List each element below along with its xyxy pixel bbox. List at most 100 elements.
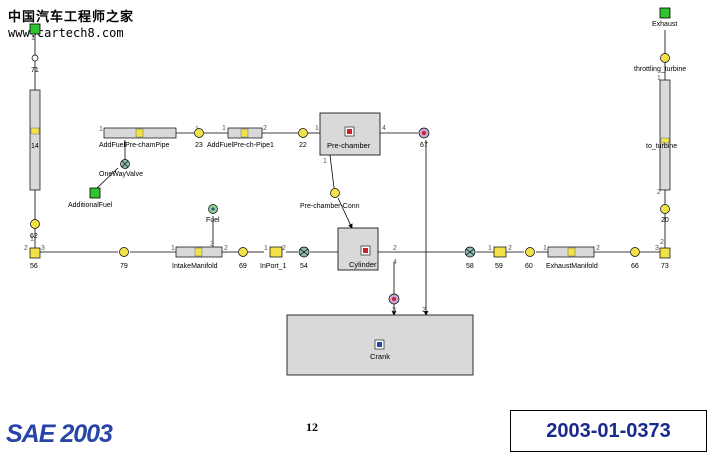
svg-text:1: 1 <box>543 245 547 252</box>
pre-chamber-conn-orifice[interactable]: Pre-chamber-Conn <box>300 188 360 211</box>
conn-addfuel-valve <box>96 167 119 189</box>
svg-text:3: 3 <box>41 245 45 252</box>
valve-58[interactable]: 58 <box>464 246 476 270</box>
crank-connection[interactable] <box>388 293 400 305</box>
pre-chamber-label: Pre-chamber <box>327 141 371 150</box>
orifice-23[interactable]: 23 <box>194 128 204 150</box>
svg-text:1: 1 <box>222 125 226 132</box>
cylinder-block[interactable]: Cylinder <box>337 227 379 271</box>
svg-text:4: 4 <box>393 259 397 266</box>
additional-fuel-boundary[interactable]: AdditionalFuel <box>68 187 113 209</box>
pre-chamber-block[interactable]: Pre-chamber <box>319 112 381 156</box>
orifice-23-label: 23 <box>195 142 203 149</box>
conn-prechamber-conn <box>329 154 335 189</box>
valve-54[interactable]: 54 <box>298 246 310 270</box>
crank-block[interactable]: Crank <box>286 314 474 376</box>
pre-chamber-conn-label: Pre-chamber-Conn <box>300 203 360 210</box>
to-turbine-pipe[interactable]: to_turbine <box>646 79 677 191</box>
pipe-59[interactable]: 59 <box>493 246 507 270</box>
add-fuel-pre-cham-pipe-label: AddFuelPre-chamPipe <box>99 142 170 149</box>
svg-text:2: 2 <box>422 307 426 314</box>
svg-text:1: 1 <box>99 126 103 133</box>
valve-67-label: 67 <box>420 142 428 149</box>
svg-text:2: 2 <box>657 189 661 196</box>
svg-text:2: 2 <box>24 245 28 252</box>
svg-text:2: 2 <box>263 125 267 132</box>
exhaust-manifold-label: ExhaustManifold <box>546 263 598 270</box>
watermark-chinese: 中国汽车工程师之家 <box>8 10 135 25</box>
orifice-71-label: 71 <box>31 67 39 74</box>
valve-58-label: 58 <box>466 263 474 270</box>
additional-fuel-label: AdditionalFuel <box>68 202 113 209</box>
exhaust-boundary[interactable]: Exhaust <box>652 7 677 28</box>
orifice-22[interactable]: 22 <box>298 128 308 150</box>
svg-text:3: 3 <box>392 307 396 314</box>
paper-number-box: 2003-01-0373 <box>510 410 707 452</box>
orifice-22-label: 22 <box>299 142 307 149</box>
junction-73[interactable]: 73 <box>659 247 671 270</box>
svg-text:2: 2 <box>660 239 664 246</box>
svg-text:4: 4 <box>382 125 386 132</box>
junction-73-label: 73 <box>661 263 669 270</box>
orifice-79[interactable]: 79 <box>119 247 129 271</box>
in-port-1-label: InPort_1 <box>260 263 287 270</box>
throttling-turbine-label: throttling_turbine <box>634 66 686 73</box>
one-way-valve-label: OneWayValve <box>99 171 143 178</box>
svg-text:1: 1 <box>31 35 35 42</box>
orifice-69[interactable]: 69 <box>238 247 248 271</box>
fuel-injector[interactable]: Fuel <box>206 204 220 225</box>
sae-logo: SAE 2003 <box>6 420 113 448</box>
inlet-boundary[interactable] <box>29 23 41 35</box>
svg-text:1: 1 <box>315 125 319 132</box>
pipe-14[interactable]: 14 <box>29 89 41 191</box>
add-fuel-pre-cham-pipe[interactable]: AddFuelPre-chamPipe <box>99 127 177 149</box>
orifice-20-label: 20 <box>661 217 669 224</box>
orifice-79-label: 79 <box>120 263 128 270</box>
svg-text:3: 3 <box>655 245 659 252</box>
valve-67[interactable]: 67 <box>418 127 430 149</box>
intake-manifold-label: IntakeManifold <box>172 263 218 270</box>
one-way-valve[interactable]: OneWayValve <box>99 159 143 179</box>
svg-text:2: 2 <box>282 245 286 252</box>
add-fuel-pre-ch-pipe1-label: AddFuelPre-ch-Pipe1 <box>207 142 274 149</box>
orifice-20[interactable]: 20 <box>660 204 670 225</box>
svg-text:3: 3 <box>210 241 214 248</box>
crank-label: Crank <box>370 352 390 361</box>
junction-56[interactable]: 56 <box>29 247 41 270</box>
exhaust-label: Exhaust <box>652 21 677 28</box>
orifice-60[interactable]: 60 <box>525 247 535 271</box>
valve-54-label: 54 <box>300 263 308 270</box>
svg-text:1: 1 <box>323 158 327 165</box>
orifice-62-label: 62 <box>30 233 38 240</box>
orifice-60-label: 60 <box>525 263 533 270</box>
pipe-59-label: 59 <box>495 263 503 270</box>
svg-text:1: 1 <box>171 245 175 252</box>
junction-56-label: 56 <box>30 263 38 270</box>
orifice-62[interactable]: 62 <box>30 219 40 241</box>
svg-text:1: 1 <box>488 245 492 252</box>
svg-text:2: 2 <box>393 245 397 252</box>
pipe-14-label: 14 <box>31 143 39 150</box>
intake-manifold-pipe[interactable]: IntakeManifold <box>172 246 223 270</box>
to-turbine-label: to_turbine <box>646 143 677 150</box>
connections <box>34 30 666 316</box>
svg-text:1: 1 <box>264 245 268 252</box>
svg-text:2: 2 <box>596 245 600 252</box>
svg-text:2: 2 <box>224 245 228 252</box>
orifice-66-label: 66 <box>631 263 639 270</box>
conn-preconn-cylinder <box>337 197 353 229</box>
exhaust-manifold-pipe[interactable]: ExhaustManifold <box>546 246 598 270</box>
throttling-turbine-orifice[interactable]: throttling_turbine <box>634 53 686 74</box>
page-number: 12 <box>306 420 318 434</box>
svg-text:1: 1 <box>657 75 661 82</box>
orifice-66[interactable]: 66 <box>630 247 640 271</box>
orifice-71[interactable]: 71 <box>31 54 39 74</box>
svg-text:1: 1 <box>30 236 34 243</box>
svg-text:2: 2 <box>508 245 512 252</box>
cylinder-label: Cylinder <box>349 260 377 269</box>
orifice-69-label: 69 <box>239 263 247 270</box>
in-port-1-pipe[interactable]: InPort_1 <box>260 246 287 270</box>
fuel-label: Fuel <box>206 217 220 224</box>
add-fuel-pre-ch-pipe1[interactable]: AddFuelPre-ch-Pipe1 <box>207 127 274 149</box>
